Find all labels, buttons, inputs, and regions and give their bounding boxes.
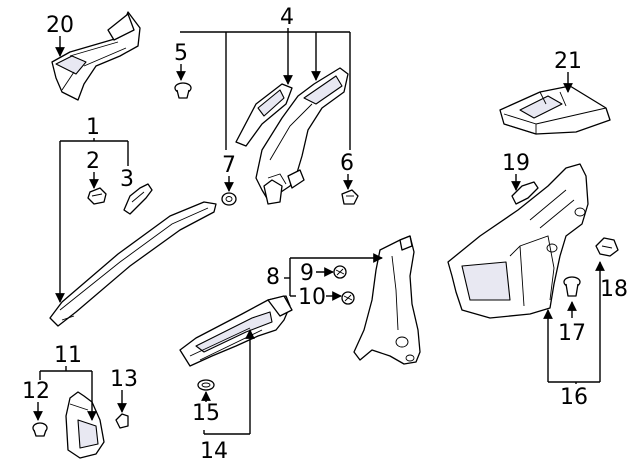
callout-17: 17 — [558, 321, 586, 346]
callout-5: 5 — [174, 41, 188, 66]
part-3-clip — [123, 183, 153, 215]
part-12-clip — [32, 422, 48, 437]
part-1-door-trim — [49, 201, 217, 327]
callout-2: 2 — [86, 149, 100, 174]
part-11-trim-panel — [65, 391, 105, 459]
part-6-clip — [341, 189, 359, 205]
callout-19: 19 — [502, 151, 530, 176]
part-7-grommet — [221, 192, 237, 206]
callout-10: 10 — [298, 285, 326, 310]
callout-16: 16 — [560, 385, 588, 410]
callout-15: 15 — [192, 401, 220, 426]
callout-4: 4 — [280, 5, 294, 30]
part-10-screw — [341, 291, 355, 305]
callout-18: 18 — [600, 277, 628, 302]
part-15-grommet — [197, 379, 215, 391]
part-18-clip — [595, 237, 619, 257]
part-21-tray — [499, 85, 611, 135]
callout-11: 11 — [54, 343, 82, 368]
callout-8: 8 — [266, 265, 280, 290]
callout-21: 21 — [554, 49, 582, 74]
part-4-pillar-trim — [235, 67, 349, 205]
part-8-pillar-lower — [353, 235, 421, 365]
callout-6: 6 — [340, 151, 354, 176]
callout-13: 13 — [110, 367, 138, 392]
part-14-sill-plate — [179, 295, 293, 367]
part-17-clip — [563, 276, 581, 297]
callout-9: 9 — [300, 261, 314, 286]
part-19-clip — [511, 181, 539, 205]
callout-12: 12 — [22, 379, 50, 404]
callout-7: 7 — [222, 153, 236, 178]
callout-14: 14 — [200, 439, 228, 464]
part-2-clip — [87, 187, 107, 205]
callout-1: 1 — [86, 115, 100, 140]
part-16-quarter-trim — [447, 163, 589, 319]
part-9-screw — [333, 265, 347, 279]
part-20-bracket — [51, 11, 141, 101]
callout-3: 3 — [120, 167, 134, 192]
callout-20: 20 — [46, 13, 74, 38]
part-13-clip — [115, 413, 129, 429]
part-5-clip — [174, 82, 192, 99]
